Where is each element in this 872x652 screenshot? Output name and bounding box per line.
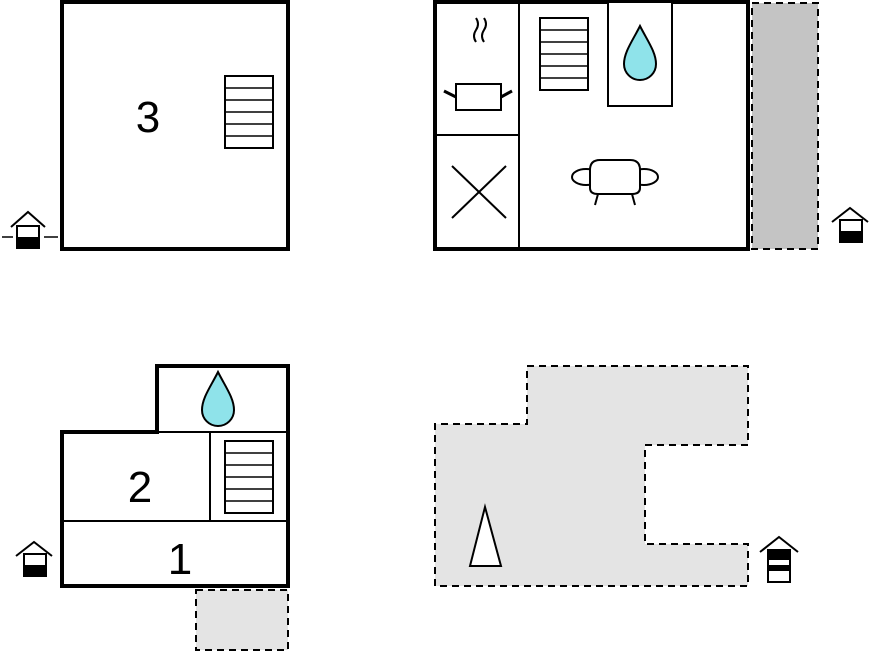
room-1-label: 1 xyxy=(168,535,192,584)
cooking-pot-icon xyxy=(443,17,513,111)
upper-right-outline xyxy=(433,0,750,251)
outdoor-area xyxy=(434,365,749,587)
bed-cross-icon xyxy=(451,165,507,219)
house-entrance-icon xyxy=(2,210,58,249)
sofa-icon xyxy=(571,159,659,206)
house-entrance-icon xyxy=(831,206,869,243)
water-drop-icon xyxy=(200,369,236,427)
house-entrance-icon xyxy=(15,540,53,577)
plan-upper-left: 3 xyxy=(2,0,290,251)
stairs-icon xyxy=(224,75,274,149)
water-drop-icon xyxy=(622,23,658,81)
terrace-dark xyxy=(751,2,819,250)
terrace-light xyxy=(195,589,289,651)
house-entrance-icon xyxy=(759,535,799,583)
tree-icon xyxy=(468,503,503,567)
plan-upper-right xyxy=(433,0,869,251)
plan-lower-left: 2 1 xyxy=(15,364,290,651)
stairs-icon xyxy=(224,440,274,514)
room-2-label: 2 xyxy=(128,463,152,512)
room-3-label: 3 xyxy=(136,93,160,142)
plan-lower-right xyxy=(434,365,799,587)
stairs-icon xyxy=(539,17,589,91)
